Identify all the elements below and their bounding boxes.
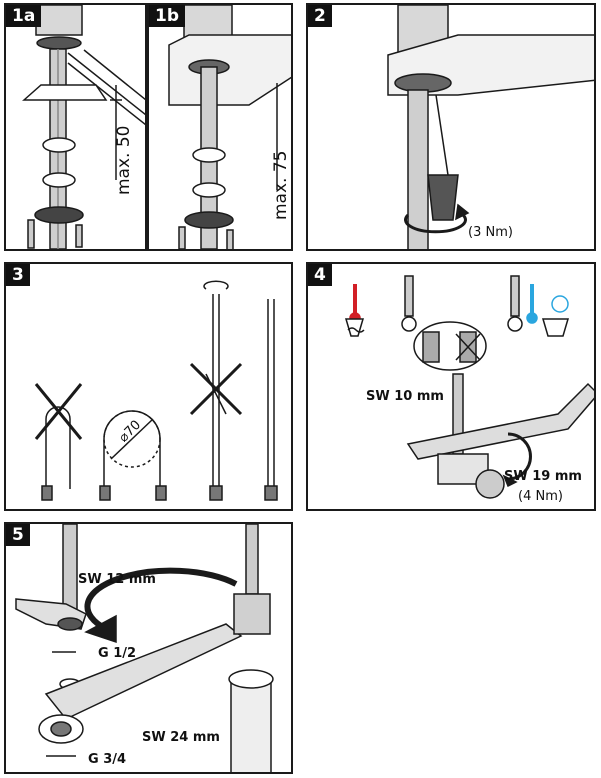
- panel-label: 1a: [6, 5, 42, 27]
- panel-4: 4 SW 10 mm SW 19 mm: [306, 262, 596, 511]
- panel-1a: 1a max. 50: [4, 3, 147, 251]
- panel-2: 2 (3 Nm): [306, 3, 596, 251]
- faucet-mount-illustration: [22, 5, 145, 249]
- thread-size-top: G 1/2: [98, 646, 137, 661]
- screwdriver-tighten-illustration: [387, 5, 594, 249]
- thread-size-bottom: G 3/4: [88, 752, 127, 767]
- hose-wrench-illustration: [15, 524, 274, 772]
- wrench-size-bottom: SW 24 mm: [142, 730, 220, 745]
- panel-label: 1b: [149, 5, 185, 27]
- dimension-label: max. 75: [271, 150, 291, 220]
- panel-5: 5 SW 12 mm G 1/2 SW 24 mm G 3/4: [4, 522, 293, 774]
- panel-label: 3: [6, 264, 30, 286]
- hose-bending-illustration: [34, 280, 278, 501]
- wrench-size-top: SW 12 mm: [78, 572, 156, 587]
- panel-label: 5: [6, 524, 30, 546]
- torque-label: (4 Nm): [518, 489, 563, 504]
- panel-label: 2: [308, 5, 332, 27]
- panel-1b: 1b max. 75: [147, 3, 293, 251]
- wrench-size-small: SW 10 mm: [366, 389, 444, 404]
- valve-connection-illustration: [344, 275, 594, 499]
- panel-label: 4: [308, 264, 332, 286]
- panel-3: 3 ⌀70: [4, 262, 293, 511]
- torque-label: (3 Nm): [468, 225, 513, 240]
- dimension-label: max. 50: [114, 125, 134, 195]
- wrench-size-large: SW 19 mm: [504, 469, 582, 484]
- faucet-mount-illustration: [168, 5, 291, 249]
